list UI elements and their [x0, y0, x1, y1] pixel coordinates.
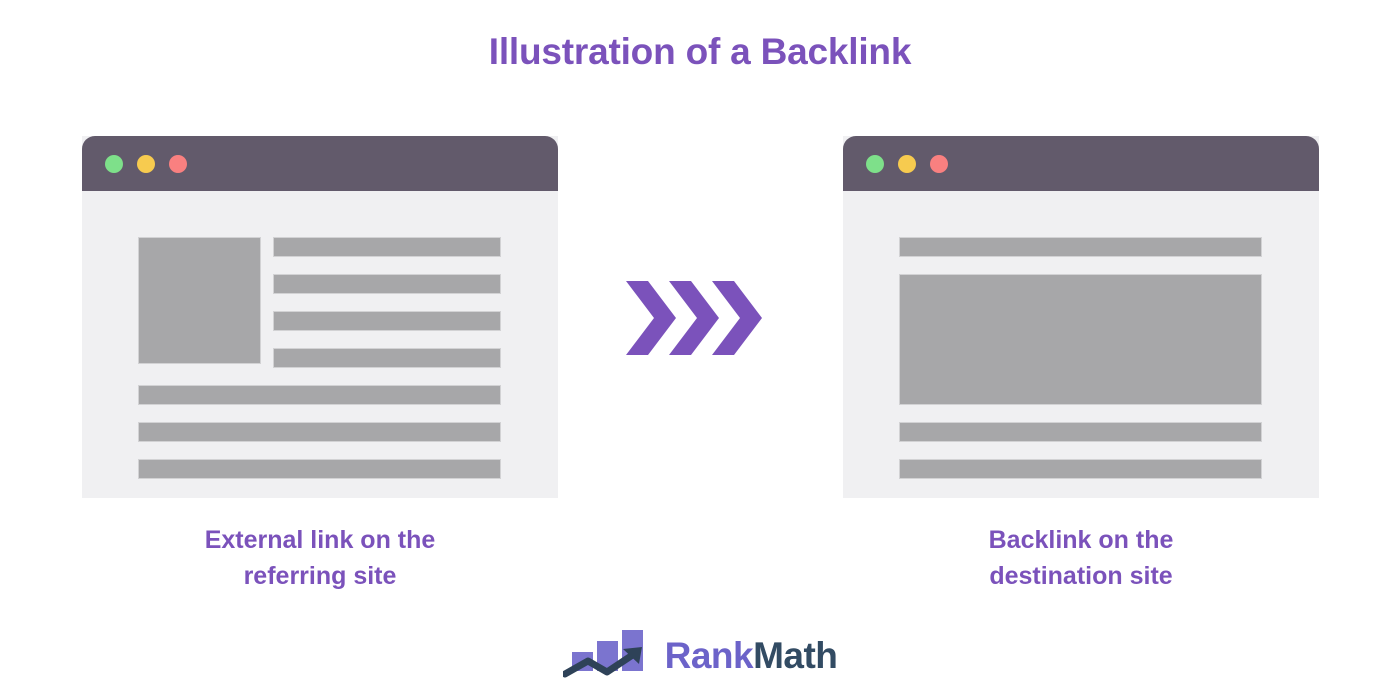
- traffic-light-dots-left: [105, 155, 187, 173]
- window-minimize-dot-green[interactable]: [105, 155, 123, 173]
- browser-titlebar-right: [843, 136, 1319, 191]
- rankmath-wordmark: RankMath: [665, 637, 838, 674]
- placeholder-text-line: [138, 385, 501, 405]
- placeholder-image-block: [138, 237, 261, 364]
- referring-site-browser-window: [82, 136, 558, 498]
- browser-titlebar-left: [82, 136, 558, 191]
- rankmath-logo: RankMath: [0, 628, 1400, 683]
- bar-chart-growth-arrow-icon: [561, 628, 651, 683]
- page-title: Illustration of a Backlink: [488, 31, 912, 72]
- traffic-light-dots-right: [866, 155, 948, 173]
- caption-line-1: External link on the: [204, 526, 436, 554]
- placeholder-text-line: [273, 237, 501, 257]
- window-minimize-dot-green[interactable]: [866, 155, 884, 173]
- caption-line-2: destination site: [989, 561, 1173, 590]
- caption-line-2: referring site: [243, 561, 397, 590]
- destination-site-browser-window: [843, 136, 1319, 498]
- placeholder-text-line: [273, 311, 501, 331]
- browser-viewport-right: [843, 191, 1319, 498]
- placeholder-image-block: [899, 274, 1262, 405]
- window-maximize-dot-yellow[interactable]: [137, 155, 155, 173]
- browser-viewport-left: [82, 191, 558, 498]
- placeholder-text-line: [138, 422, 501, 442]
- window-close-dot-red[interactable]: [169, 155, 187, 173]
- placeholder-text-line: [273, 348, 501, 368]
- placeholder-text-line: [138, 459, 501, 479]
- window-close-dot-red[interactable]: [930, 155, 948, 173]
- caption-destination-site: Backlink on the destination site: [843, 523, 1319, 594]
- brand-math: Math: [753, 635, 838, 676]
- placeholder-text-line: [899, 459, 1262, 479]
- brand-rank: Rank: [664, 635, 754, 676]
- caption-referring-site: External link on the referring site: [82, 523, 558, 594]
- window-maximize-dot-yellow[interactable]: [898, 155, 916, 173]
- placeholder-text-line: [899, 422, 1262, 442]
- caption-line-1: Backlink on the: [988, 526, 1174, 554]
- triple-chevron-right-icon: [626, 281, 774, 355]
- placeholder-text-line: [899, 237, 1262, 257]
- placeholder-text-line: [273, 274, 501, 294]
